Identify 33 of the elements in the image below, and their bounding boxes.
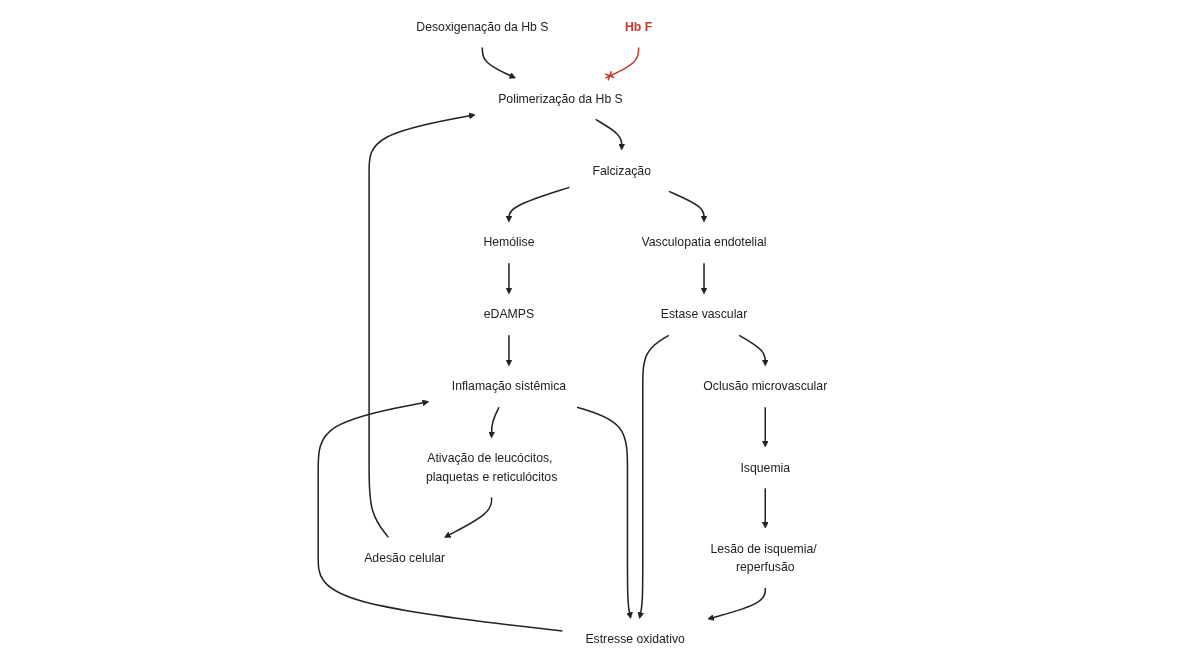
arrow xyxy=(444,496,493,538)
node-text: Adesão celular xyxy=(364,551,446,565)
arrow xyxy=(505,262,513,295)
arrow xyxy=(368,112,476,539)
arrow xyxy=(505,334,513,367)
node-text: Vasculopatia endotelial xyxy=(641,235,767,249)
arrow xyxy=(761,406,769,448)
node-text: Hb F xyxy=(624,19,653,33)
node-text: Polimerização da Hb S xyxy=(498,91,623,105)
node-text: Oclusão microvascular xyxy=(703,379,828,393)
arrow xyxy=(637,334,670,619)
node-text: Hemólise xyxy=(483,235,535,249)
arrow xyxy=(576,406,633,619)
node-text: Ativação de leucócitos, plaquetas e reticulócitos xyxy=(425,451,558,484)
node-text: Inflamação sistêmica xyxy=(451,379,567,393)
arrow xyxy=(668,190,708,223)
node-text: Lesão de isquemia/ reperfusão xyxy=(710,541,817,574)
arrow xyxy=(707,587,767,621)
arrow xyxy=(700,262,708,295)
node-text: Falcização xyxy=(592,163,651,177)
arrow xyxy=(317,399,564,632)
connector xyxy=(604,46,640,82)
arrow xyxy=(488,406,500,439)
arrow xyxy=(481,46,516,79)
arrow xyxy=(594,118,626,151)
arrow xyxy=(761,487,769,529)
node-text: Estase vascular xyxy=(660,307,748,321)
node-text: Estresse oxidativo xyxy=(585,632,685,646)
node-text: Desoxigenação da Hb S xyxy=(416,19,549,33)
node-text: eDAMPS xyxy=(483,307,535,321)
node-text: Isquemia xyxy=(740,460,791,474)
arrow xyxy=(738,334,769,367)
arrow xyxy=(505,186,571,223)
